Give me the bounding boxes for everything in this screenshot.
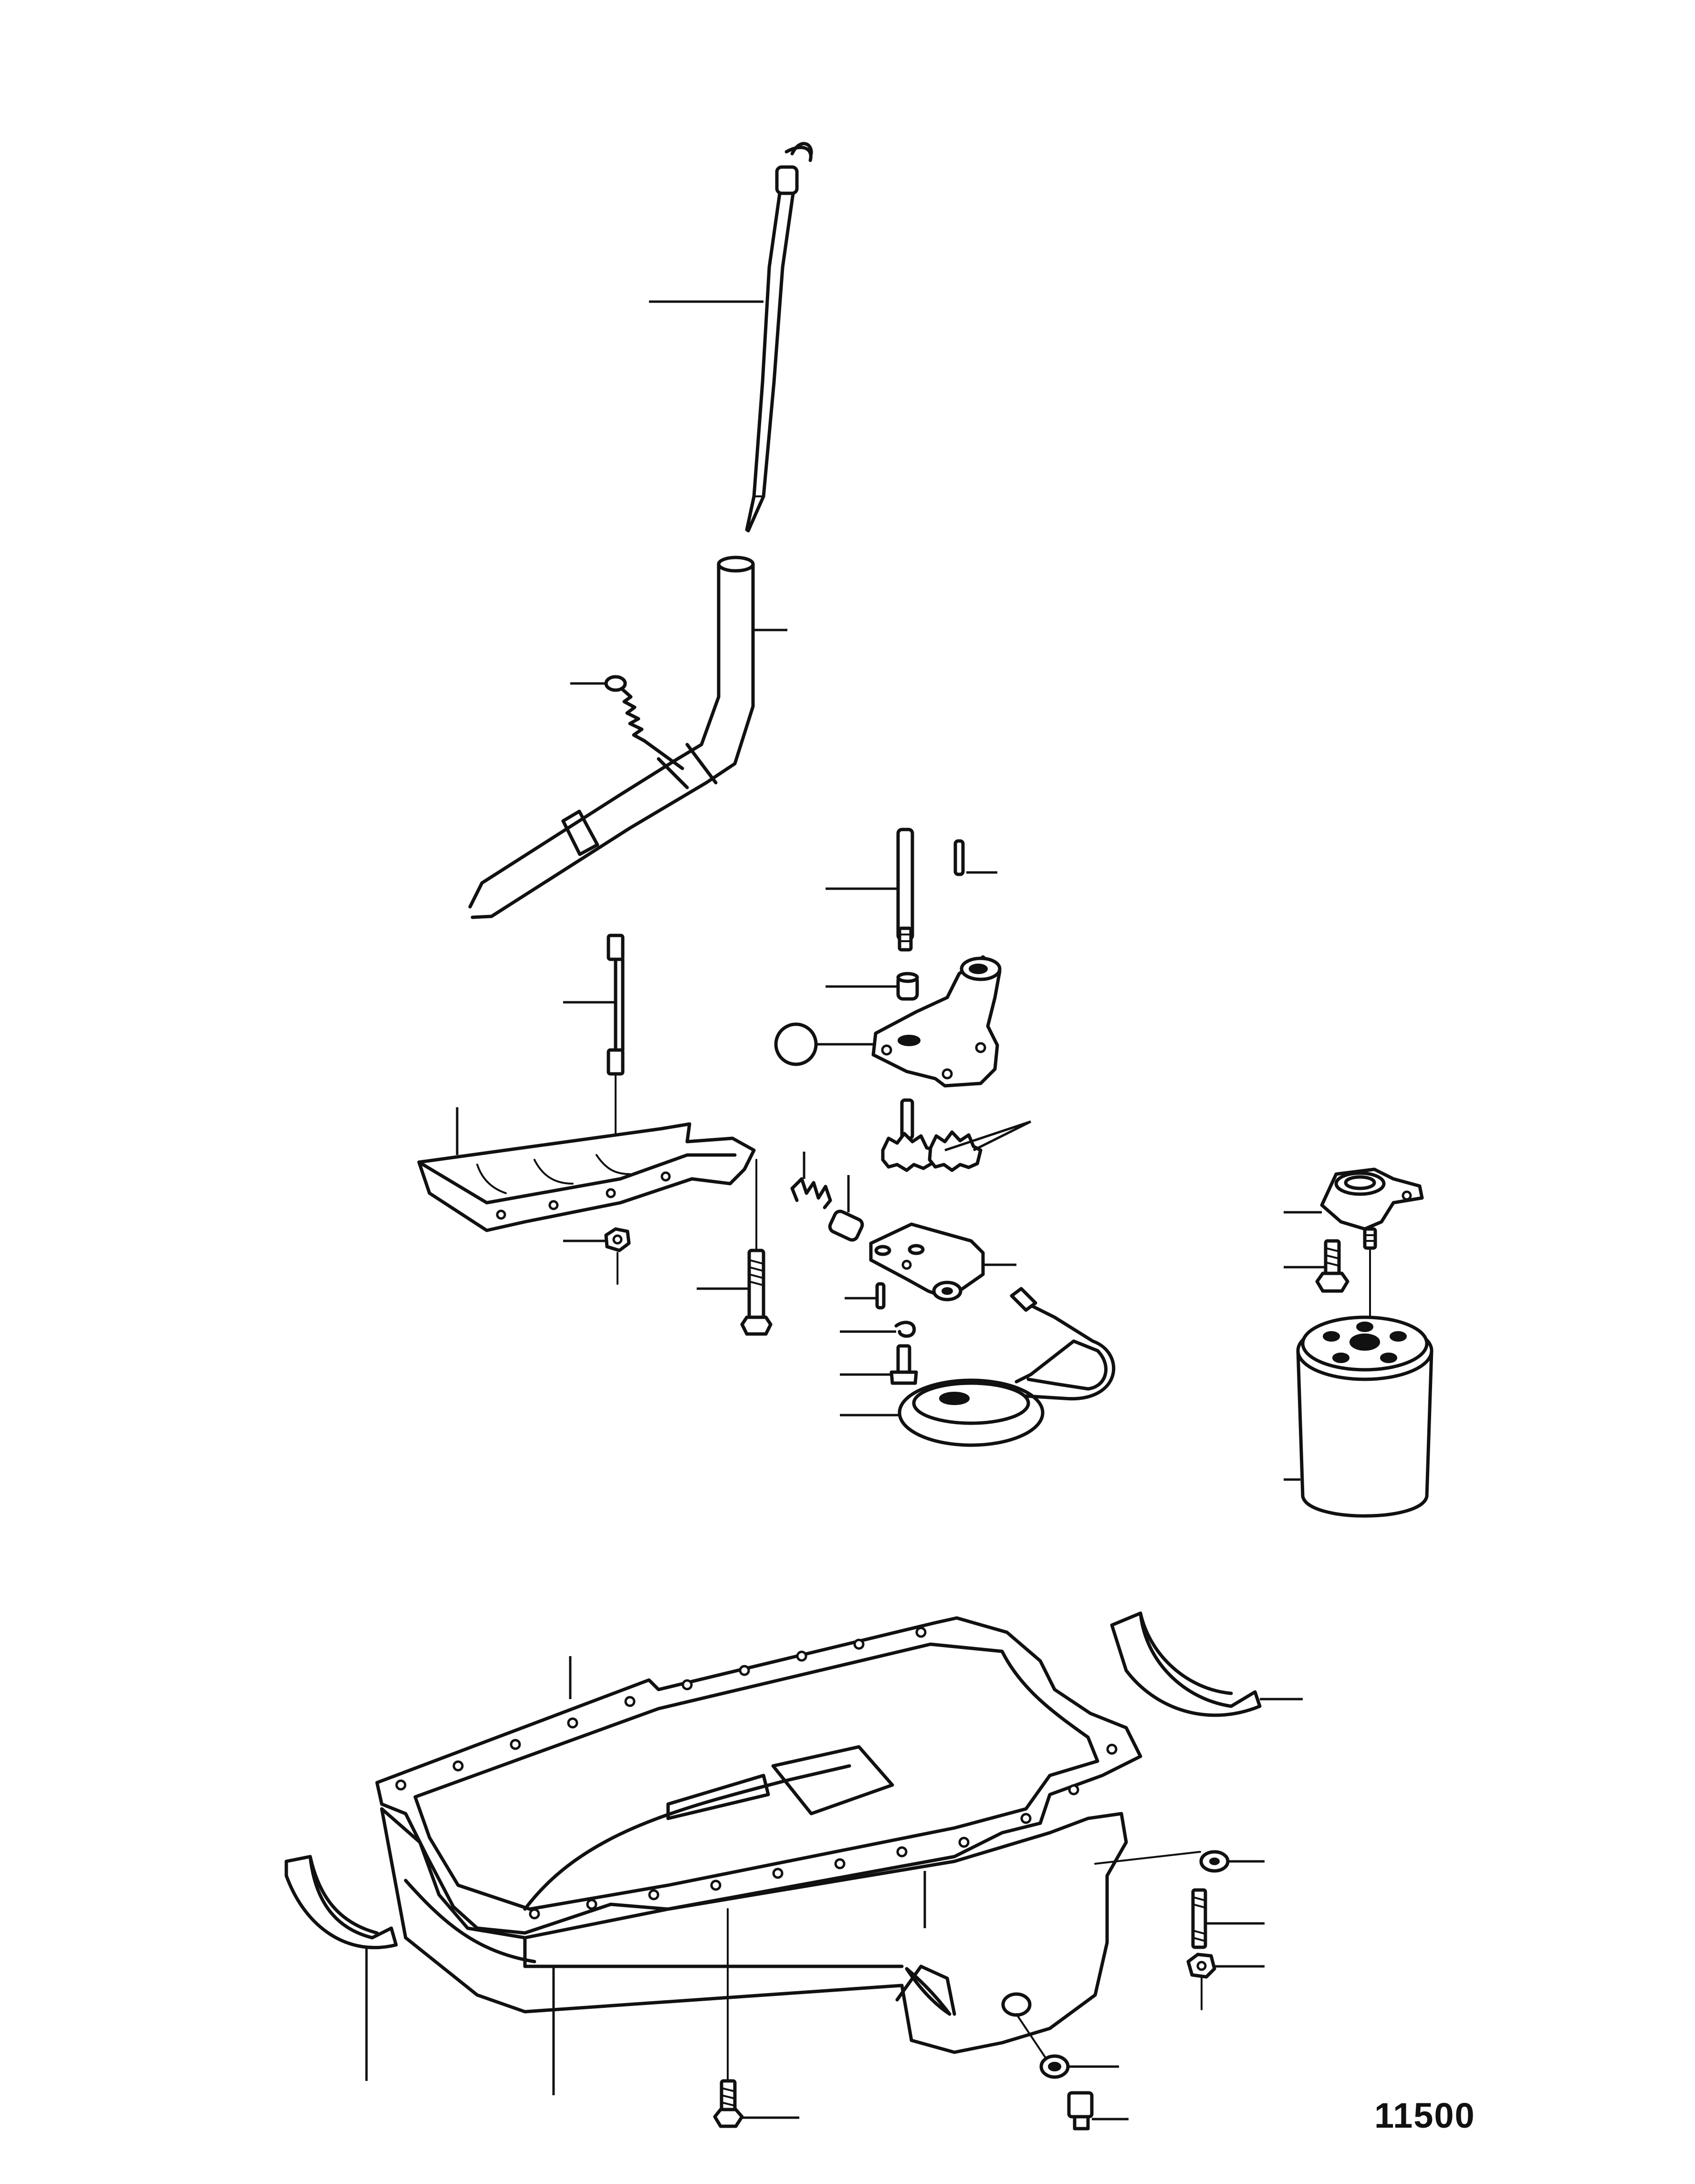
windage-tray: [417, 1122, 756, 1232]
tray-bolt: [740, 1159, 773, 1336]
oil-pickup-screen: [898, 1287, 1116, 1447]
oil-pan: [380, 1745, 1128, 2054]
relief-valve-spring: [790, 1177, 832, 1209]
dipstick-tube: [468, 556, 755, 919]
reference-circle: [774, 1022, 818, 1066]
figure-number: 11500: [1374, 2096, 1475, 2135]
adapter-bolt: [1315, 1239, 1350, 1293]
drain-plug: [1067, 2091, 1094, 2131]
dipstick: [745, 142, 813, 533]
pump-gears: [881, 1098, 983, 1172]
shaft-coupling: [896, 972, 919, 1001]
front-seal: [284, 1855, 398, 1950]
pump-cover: [871, 955, 1002, 1088]
oil-pump-drive-shaft: [896, 828, 914, 952]
pan-stud: [1191, 1888, 1207, 1949]
windage-tray-stud: [607, 934, 625, 1166]
oil-filter: [1296, 1315, 1433, 1518]
pan-nut: [1186, 1953, 1216, 2010]
rear-main-seal: [1110, 1611, 1262, 1717]
leader-gear-2: [973, 1120, 1032, 1152]
oil-filter-adapter: [1320, 1167, 1424, 1328]
pump-screw: [889, 1344, 918, 1385]
pin: [953, 839, 965, 876]
pan-flange-holes: [395, 1627, 1118, 1920]
tube-clamp-screw: [604, 675, 684, 770]
washer: [1094, 1850, 1230, 1873]
relief-valve-plunger: [828, 1209, 864, 1242]
pump-pin: [875, 1282, 886, 1310]
nut: [604, 1227, 631, 1285]
leader-gear-1: [944, 1120, 1031, 1152]
retainer-clip: [894, 1321, 916, 1338]
pump-body: [869, 1222, 985, 1302]
